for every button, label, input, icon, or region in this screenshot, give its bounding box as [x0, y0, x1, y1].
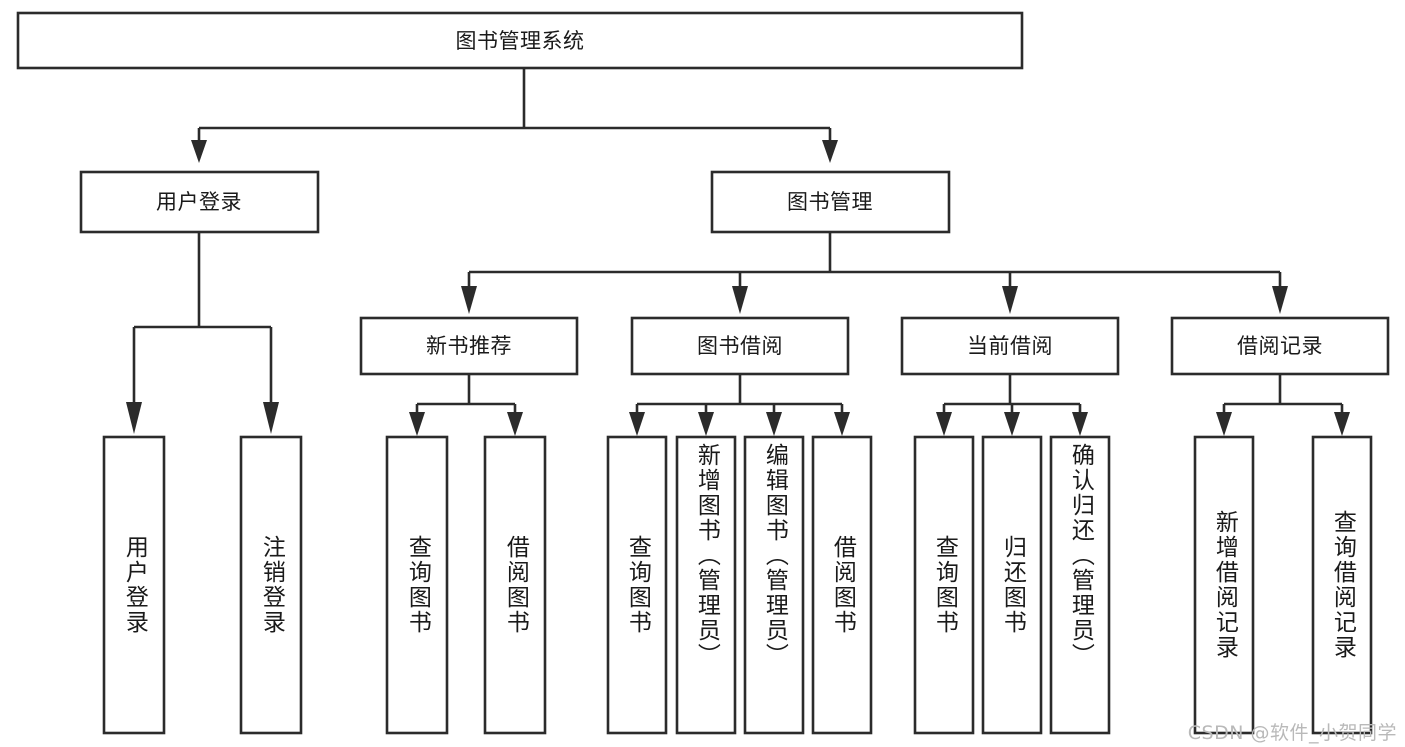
node-book-borrow-box[interactable] [630, 316, 850, 376]
node-root-label: 图书管理系统 [456, 29, 585, 53]
node-current-borrow-label: 当前借阅 [967, 334, 1053, 358]
leaf-box-br-2[interactable] [1311, 435, 1373, 735]
node-book-manage-label: 图书管理 [787, 190, 873, 214]
arrow-head-book-manage [822, 140, 838, 163]
arrow-head-cb-leaf-1 [936, 412, 952, 436]
leaf-box-user-login-2[interactable] [239, 435, 303, 735]
leaf-box-cb-2[interactable] [981, 435, 1043, 735]
arrow-head-nbr-leaf-2 [507, 412, 523, 436]
leaf-box-bb-1[interactable] [606, 435, 668, 735]
leaf-box-cb-3[interactable] [1049, 435, 1111, 735]
csdn-watermark: CSDN @软件_小贺同学 [1187, 722, 1397, 744]
arrow-head-borrow-record [1272, 286, 1288, 314]
arrow-head-cb-leaf-2 [1004, 412, 1020, 436]
leaf-box-bb-4[interactable] [811, 435, 873, 735]
arrow-head-leaf-user-2 [263, 402, 279, 434]
arrow-head-br-leaf-2 [1334, 412, 1350, 436]
node-root-box[interactable] [16, 11, 1024, 70]
arrow-head-br-leaf-1 [1216, 412, 1232, 436]
leaf-box-br-1[interactable] [1193, 435, 1255, 735]
node-user-login[interactable]: 用户登录 [79, 170, 320, 234]
arrow-head-new-book [461, 286, 477, 314]
leaf-box-nbr-1[interactable] [385, 435, 449, 735]
arrow-head-bb-leaf-4 [834, 412, 850, 436]
leaf-box-user-login-1[interactable] [102, 435, 166, 735]
node-user-login-label: 用户登录 [156, 190, 242, 214]
node-book-manage-box[interactable] [710, 170, 951, 234]
connector-group [126, 68, 1350, 436]
leaf-box-bb-2[interactable] [675, 435, 737, 735]
node-book-manage[interactable]: 图书管理 [710, 170, 951, 234]
node-borrow-record[interactable]: 借阅记录 [1170, 316, 1390, 376]
node-book-borrow-label: 图书借阅 [697, 334, 783, 358]
leaf-box-bb-3[interactable] [743, 435, 805, 735]
arrow-head-current-borrow [1002, 286, 1018, 314]
arrow-head-bb-leaf-2 [698, 412, 714, 436]
arrow-head-cb-leaf-3 [1072, 412, 1088, 436]
arrow-head-leaf-user-1 [126, 402, 142, 434]
leaf-box-group [102, 435, 1373, 735]
node-root[interactable]: 图书管理系统 [16, 11, 1024, 70]
leaf-box-nbr-2[interactable] [483, 435, 547, 735]
node-new-book-recommend-label: 新书推荐 [426, 334, 512, 358]
node-borrow-record-label: 借阅记录 [1237, 334, 1323, 358]
arrow-head-user-login [191, 140, 207, 163]
leaf-box-cb-1[interactable] [913, 435, 975, 735]
node-book-borrow[interactable]: 图书借阅 [630, 316, 850, 376]
node-new-book-recommend[interactable]: 新书推荐 [359, 316, 579, 376]
arrow-head-book-borrow [732, 286, 748, 314]
arrow-head-bb-leaf-3 [766, 412, 782, 436]
arrow-head-bb-leaf-1 [629, 412, 645, 436]
arrow-head-nbr-leaf-1 [409, 412, 425, 436]
node-user-login-box[interactable] [79, 170, 320, 234]
node-new-book-recommend-box[interactable] [359, 316, 579, 376]
node-borrow-record-box[interactable] [1170, 316, 1390, 376]
node-current-borrow[interactable]: 当前借阅 [900, 316, 1120, 376]
node-current-borrow-box[interactable] [900, 316, 1120, 376]
